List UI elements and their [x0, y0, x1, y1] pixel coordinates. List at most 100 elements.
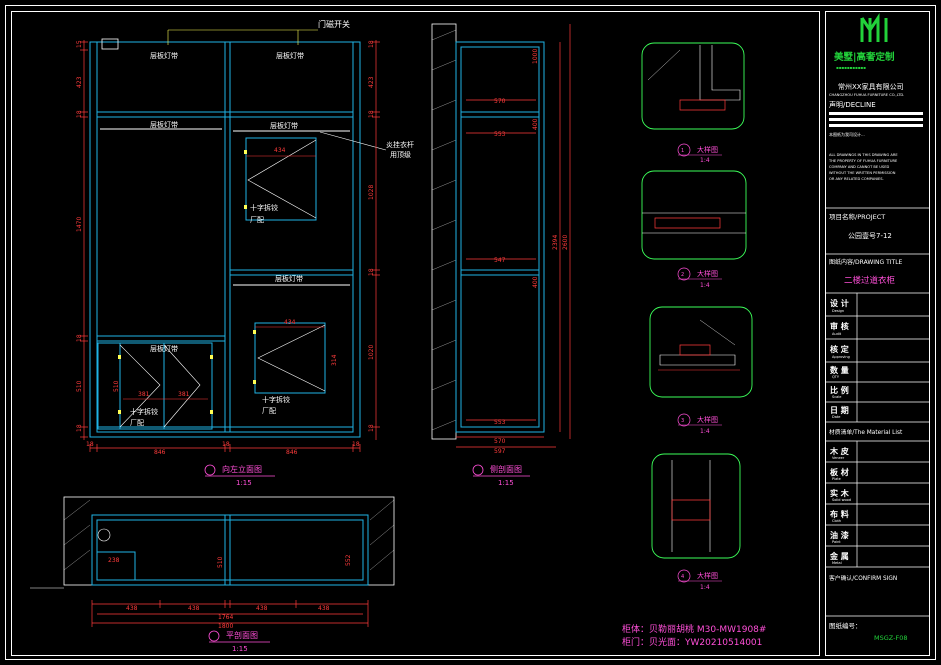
detail-4: 4 大样图 1:4 [651, 453, 741, 591]
light-strip-labels: 层板灯带 层板灯带 层板灯带 层板灯带 层板灯带 层板灯带 [150, 51, 304, 353]
dim-value: 400 [532, 276, 539, 288]
statement-label: 声明/DECLINE [829, 100, 876, 109]
statement-line: ALL DRAWINGS IN THIS DRAWING ARE [829, 153, 898, 157]
dim-value: 400 [532, 118, 539, 130]
approval-label-en: QTY [832, 375, 840, 379]
material-labels: 木 皮 板 材 实 木 布 料 油 漆 金 属 [829, 446, 850, 561]
light-strip-label: 层板灯带 [276, 51, 304, 60]
front-dim-right-values: 18 423 18 1028 18 1020 18 [368, 40, 375, 432]
statement-line: COMPANY AND CANNOT BE USED [829, 165, 889, 169]
plan-view-title: 平剖面图 [226, 630, 258, 640]
dim-value: 1764 [218, 614, 233, 621]
dim-value: 434 [284, 319, 296, 326]
approval-label: 比 例 [830, 385, 849, 395]
dim-value: 238 [108, 557, 120, 564]
light-strip-label: 层板灯带 [150, 120, 178, 129]
view-marker-circle [472, 464, 484, 476]
approval-label-en: Design [832, 309, 844, 313]
door-switch-note: 门磁开关 [318, 19, 350, 29]
project-label: 项目名称/PROJECT [829, 212, 885, 221]
dim-value: 423 [368, 76, 375, 88]
rod-callout-line1: 炎挂衣杆 [386, 140, 414, 149]
statement-bar [829, 112, 923, 115]
dim-value: 510 [76, 380, 83, 392]
detail-number: 3 [681, 418, 684, 424]
front-dim-bottom-values: 18 846 18 846 18 [86, 441, 360, 456]
dim-value: 434 [274, 147, 286, 154]
materials-grid [826, 441, 930, 568]
hinge-note: 十字拆铰 [262, 395, 290, 404]
plan-wall-hatch [63, 499, 395, 571]
wall-hatch [431, 29, 457, 431]
light-strip-label: 层板灯带 [150, 51, 178, 60]
dim-value: 553 [494, 131, 506, 138]
dim-value: 18 [368, 40, 375, 48]
detail-number: 2 [681, 272, 684, 278]
dim-value: 547 [494, 257, 506, 264]
dim-value: 18 [76, 110, 83, 118]
material-label-en: Paint [832, 540, 841, 544]
plan-dims: 238 510 552 438 438 438 438 1764 1800 [108, 554, 352, 630]
plan-dim-lines [91, 600, 369, 627]
front-inner-dims: 434 381 381 434 314 510 [113, 147, 338, 398]
rod-callout-leader [319, 131, 387, 151]
material-label-en: Plate [832, 477, 841, 481]
light-strip-label: 层板灯带 [275, 274, 303, 283]
detail-scale: 1:4 [700, 584, 710, 591]
detail-2: 2 大样图 1:4 [641, 170, 747, 289]
dim-value: 570 [494, 438, 506, 445]
materials-label: 材质清单/The Material List [829, 428, 903, 436]
statement-en: ALL DRAWINGS IN THIS DRAWING ARE THE PRO… [828, 153, 898, 181]
material-labels-en: Veneer Plate Solid wood Cloth Paint Meta… [832, 456, 851, 565]
side-view-title: 侧剖面图 [490, 464, 522, 474]
view-marker-circle [208, 630, 220, 642]
company-cn: 常州XX家具有限公司 [838, 82, 904, 91]
hinge-note: 厂配 [250, 216, 264, 224]
side-dim-lines [456, 24, 571, 448]
front-hinge-diagonals [119, 139, 326, 428]
material-label-en: Solid wood [832, 498, 851, 502]
drawing-title-value: 二楼过道衣柜 [844, 275, 896, 286]
approval-label-en: Date [832, 415, 840, 419]
approval-label: 设 计 [830, 298, 849, 308]
hinge-notes: 十字拆铰 厂配 十字拆铰 厂配 十字拆铰 厂配 [130, 203, 290, 427]
side-section [431, 23, 545, 440]
dim-value: 597 [494, 448, 506, 455]
statement-bar [829, 124, 923, 127]
dim-value: 1800 [218, 623, 233, 630]
drawing-number-value: MSGZ-F08 [874, 634, 907, 642]
material-label: 油 漆 [830, 530, 849, 540]
material-note-body: 柜体：贝勒丽胡桃 M30-MW1908# [622, 623, 766, 635]
brand-logo: 美墅|高奢定制 ▪▪▪▪▪▪▪▪▪▪▪ [833, 13, 895, 70]
dim-value: 1000 [532, 49, 539, 64]
detail-number: 1 [681, 148, 684, 154]
side-view-scale: 1:15 [498, 479, 514, 487]
detail-number: 4 [681, 574, 684, 580]
dim-value: 510 [217, 556, 224, 568]
detail-scale: 1:4 [700, 282, 710, 289]
door-switch-box [101, 38, 119, 50]
drawing-number-label: 图纸编号： [829, 621, 862, 630]
title-block: 美墅|高奢定制 ▪▪▪▪▪▪▪▪▪▪▪ 常州XX家具有限公司 CHANGZHOU… [825, 11, 930, 656]
dim-value: 438 [318, 605, 330, 612]
detail-scale: 1:4 [700, 428, 710, 435]
statement-line: THE PROPERTY OF FUHUA FURNITURE [828, 159, 898, 163]
dim-value: 552 [345, 554, 352, 566]
company-en: CHANGZHOU FUHUA FURNITURE CO.,LTD. [829, 93, 904, 97]
outer-frame [5, 5, 936, 660]
dim-value: 18 [86, 441, 94, 448]
dim-value: 846 [154, 449, 166, 456]
detail-title: 大样图 [697, 145, 718, 154]
rod-callout-line2: 用顶级 [390, 150, 411, 159]
front-elevation [89, 41, 361, 438]
dim-value: 18 [368, 110, 375, 118]
dim-value: 438 [126, 605, 138, 612]
approval-label-en: Approving [832, 355, 850, 359]
front-dim-left-values: 15 423 18 1470 18 510 18 [76, 40, 83, 432]
dim-value: 1028 [368, 185, 375, 200]
statement-line: WITHOUT THE WRITTEN PERMISSION [829, 171, 896, 175]
side-dims: 570 553 547 553 1000 400 400 2394 2600 5… [494, 49, 569, 455]
brand-name: 美墅|高奢定制 [833, 51, 895, 63]
approval-label: 日 期 [830, 405, 849, 415]
approval-label: 审 核 [830, 321, 849, 331]
